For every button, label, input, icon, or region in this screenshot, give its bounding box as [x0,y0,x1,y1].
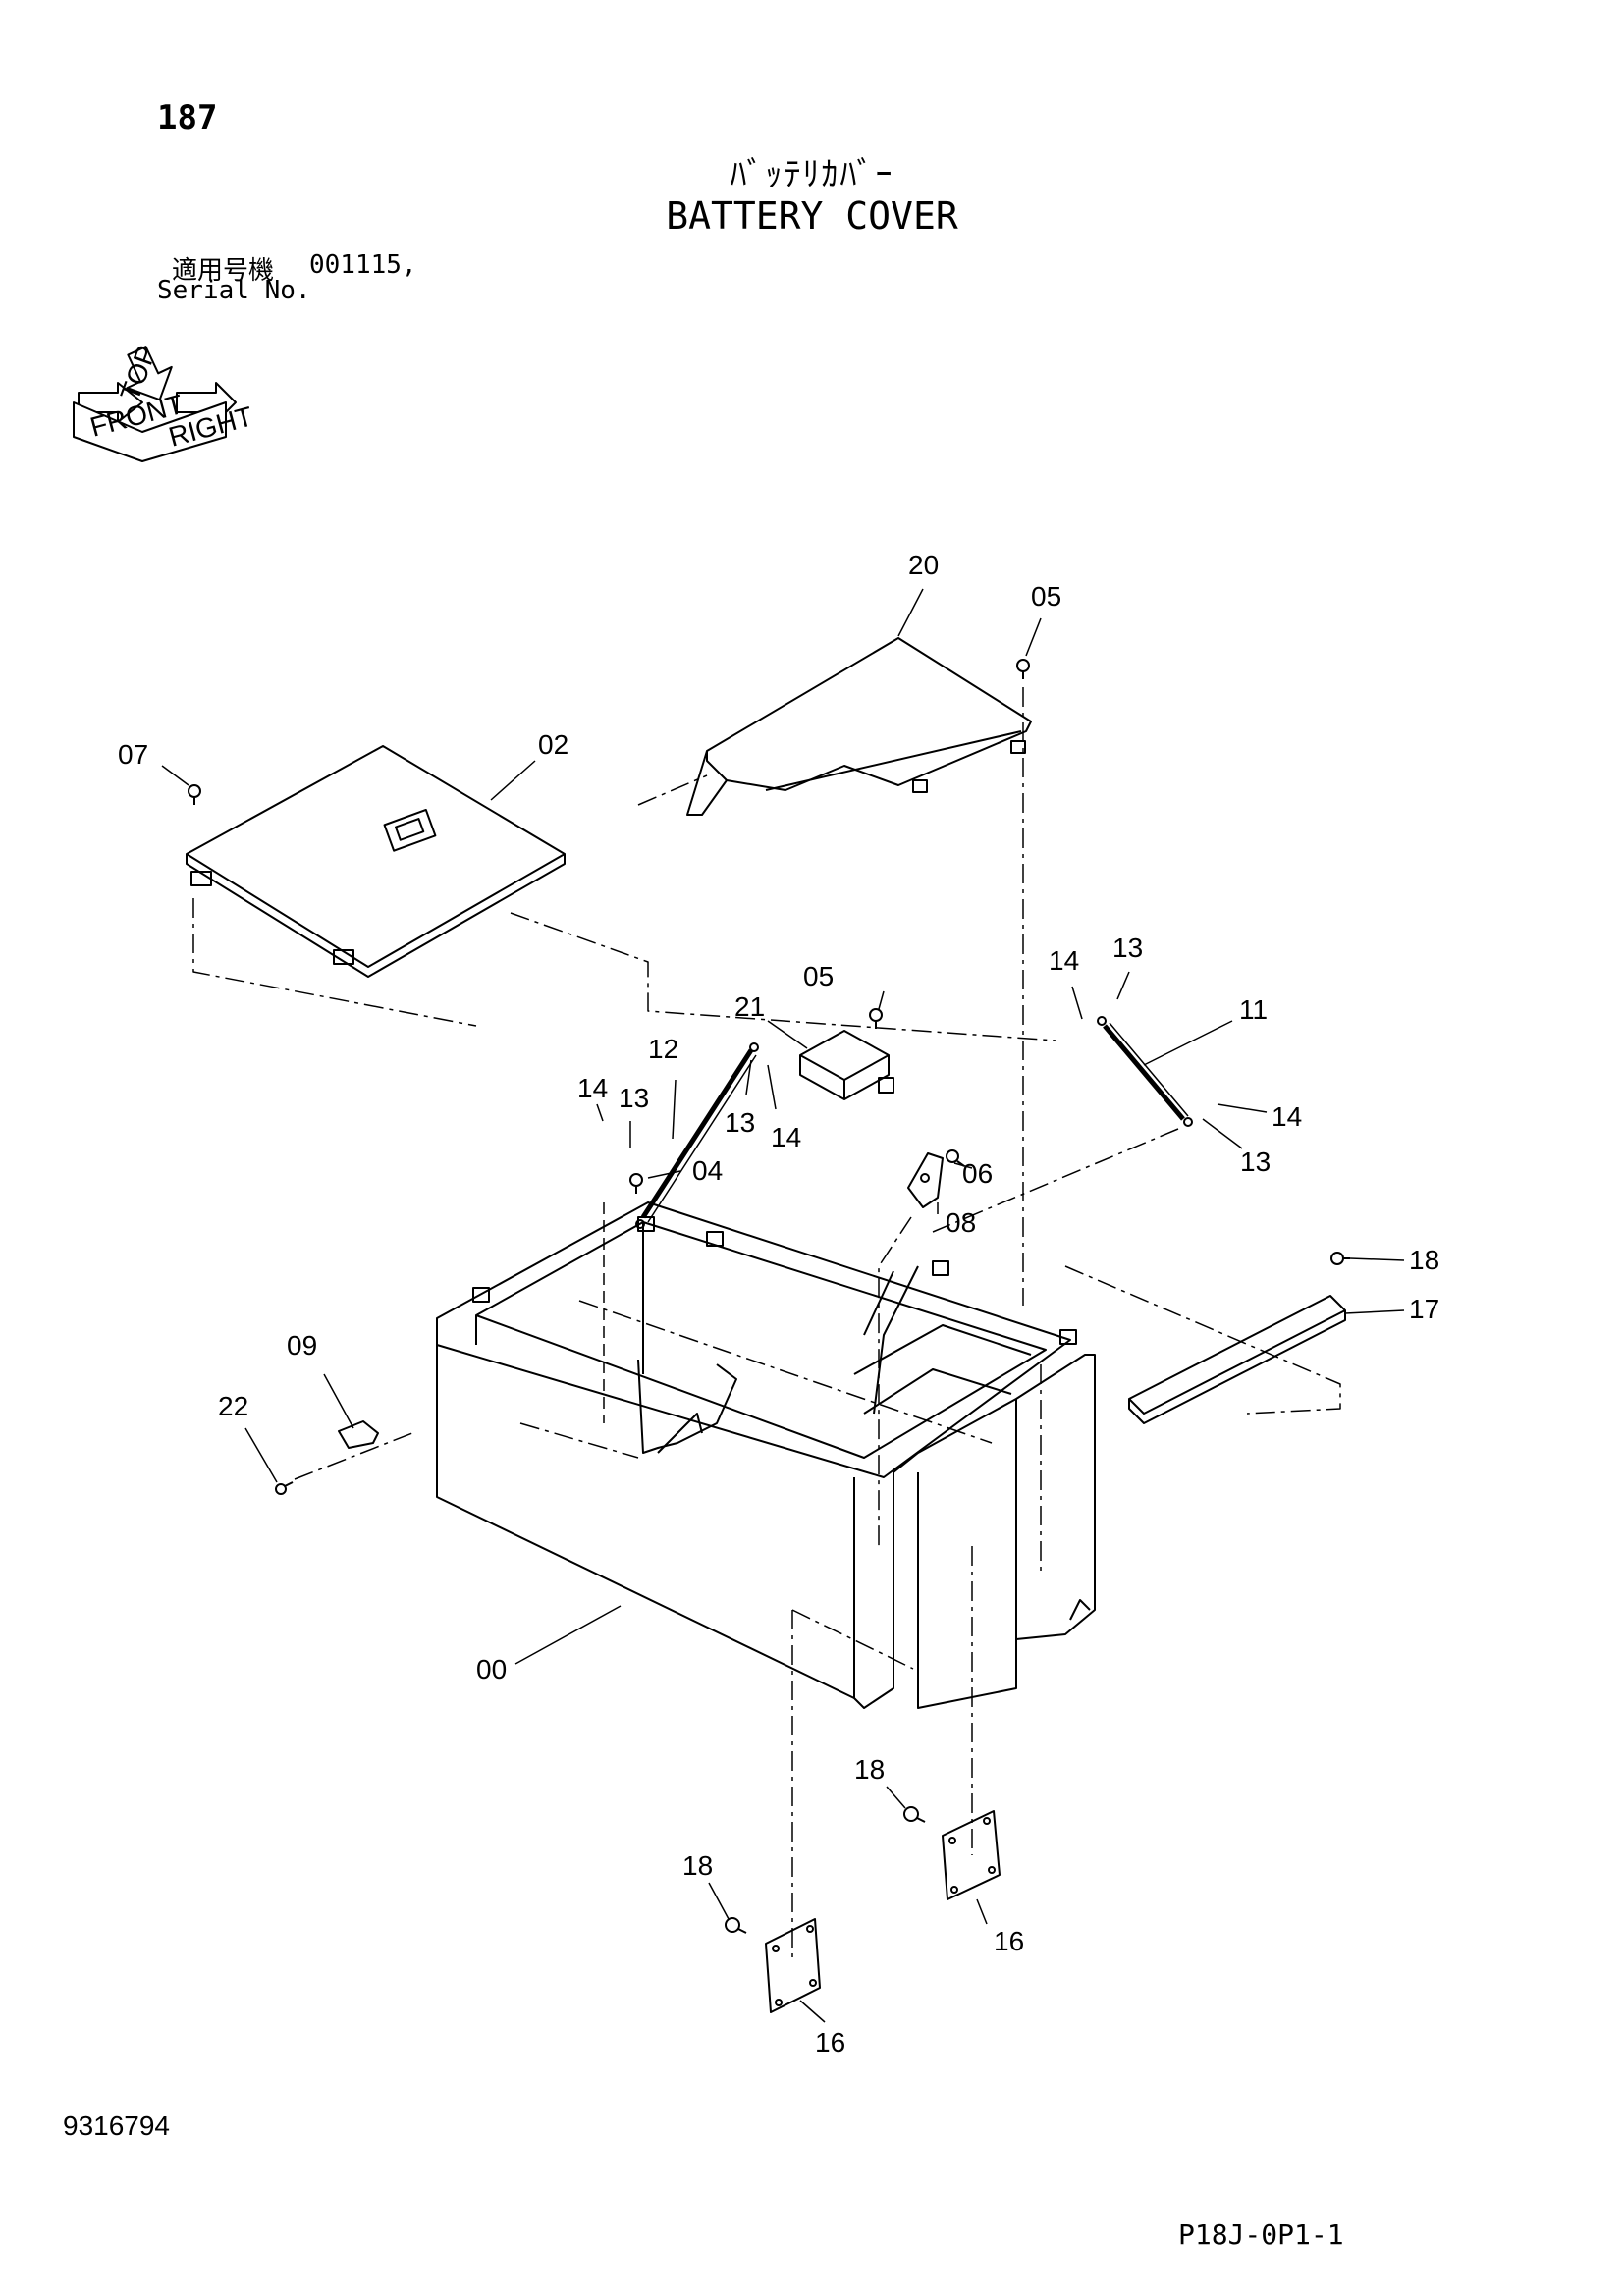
callout-08: 08 [946,1207,976,1238]
part-02-lid [186,745,1056,1041]
callout-14: 14 [1272,1101,1302,1132]
callout-18: 18 [854,1754,885,1785]
part-00-box [436,1201,1096,1709]
serial-label-japanese: 適用号機 [172,256,275,286]
part-16-plates [765,1546,1001,2013]
callout-09: 09 [287,1330,317,1361]
leader-lines [161,588,1405,2023]
part-09-plate [294,1420,413,1480]
callout-18: 18 [682,1850,713,1881]
title-english: BATTERY COVER [666,194,958,238]
callout-20: 20 [908,550,939,580]
part-08-bracket [878,1152,944,1551]
serial-label-english: Serial No. [157,276,311,305]
title-japanese: ﾊﾞｯﾃﾘｶﾊﾞｰ [730,155,894,194]
bolts [188,659,1350,1934]
callout-13: 13 [1240,1147,1271,1177]
callout-22: 22 [218,1391,248,1421]
callout-14: 14 [771,1122,801,1152]
serial-value: 001115, [309,250,417,280]
callout-00: 00 [476,1654,507,1684]
callout-12: 12 [648,1034,678,1064]
callout-17: 17 [1409,1294,1439,1324]
callout-labels: 20 05 07 02 05 21 12 14 13 13 14 04 14 1… [118,550,1439,2057]
part-11-stay [932,1016,1193,1233]
part-20-cover [637,637,1032,816]
page-code: P18J-0P1-1 [1178,2218,1344,2251]
callout-02: 02 [538,729,568,760]
document-number: 9316794 [63,2110,171,2141]
part-21-cover [799,1030,894,1100]
callout-16: 16 [994,1926,1024,1956]
callout-11: 11 [1239,994,1268,1025]
part-17-plate [1064,1265,1346,1424]
callout-21: 21 [734,991,765,1022]
callout-06: 06 [962,1158,993,1189]
orientation-icon: FRONT TOP RIGHT [73,342,256,462]
callout-14: 14 [1049,945,1079,976]
page-number: 187 [157,98,218,137]
callout-05: 05 [803,961,834,991]
part-12-stay [603,1042,759,1423]
callout-07: 07 [118,739,148,770]
callout-18: 18 [1409,1245,1439,1275]
callout-16: 16 [815,2027,845,2057]
callout-05: 05 [1031,581,1061,612]
callout-04: 04 [692,1155,723,1186]
callout-13: 13 [725,1107,755,1138]
callout-13: 13 [1112,933,1143,963]
callout-14: 14 [577,1073,608,1103]
callout-13: 13 [619,1083,649,1113]
